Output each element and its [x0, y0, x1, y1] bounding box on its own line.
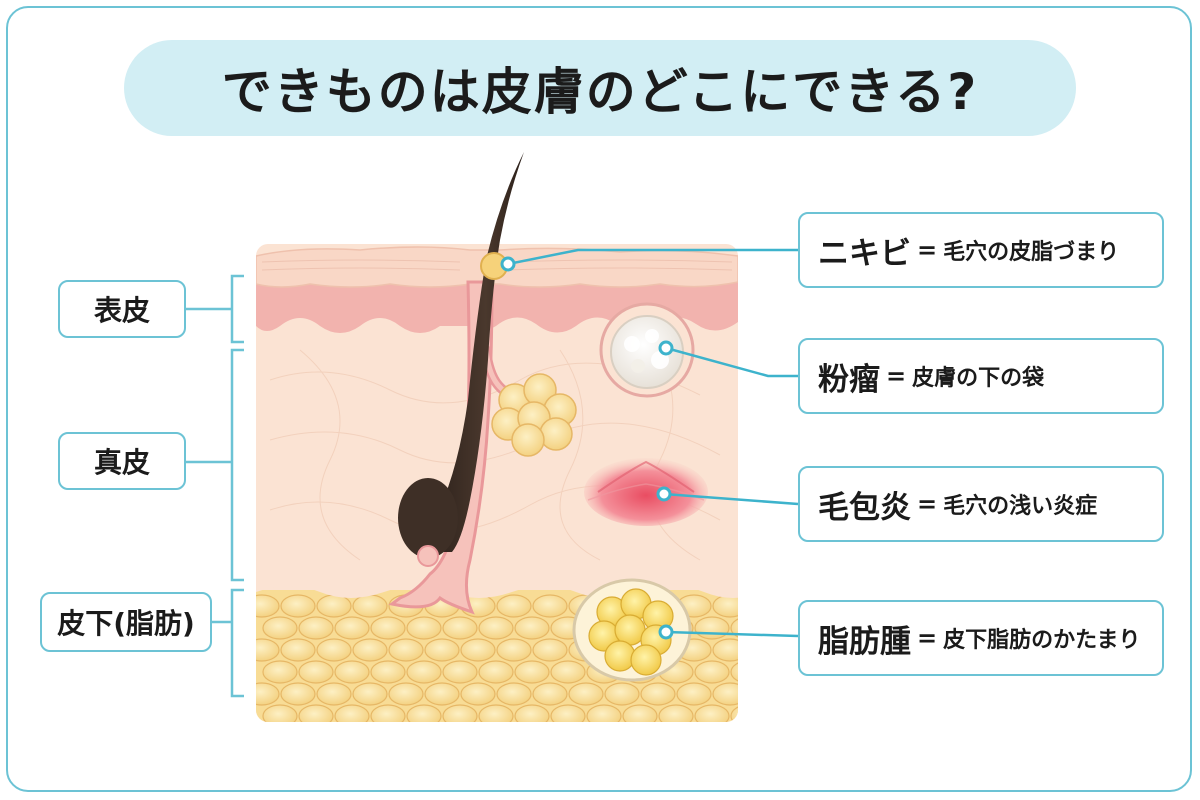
fat-cell	[335, 661, 369, 683]
fat-cell	[299, 617, 333, 639]
annotation-folliculitis: 毛包炎 = 毛穴の浅い炎症	[798, 466, 1164, 542]
label-subcutis: 皮下(脂肪)	[40, 592, 212, 652]
fat-cell	[335, 617, 369, 639]
fat-cell	[245, 639, 279, 661]
fat-cell	[713, 683, 747, 705]
fat-cell	[443, 617, 477, 639]
fat-cell	[371, 661, 405, 683]
fat-cell	[713, 639, 747, 661]
annotation-folliculitis-name: 毛包炎	[818, 482, 911, 527]
fat-cell	[299, 705, 333, 727]
fat-cell	[515, 661, 549, 683]
fat-cell	[353, 683, 387, 705]
epidermis-bracket	[232, 276, 244, 342]
annotation-cyst-eq: =	[886, 362, 906, 390]
fat-cell	[515, 705, 549, 727]
fat-cell	[497, 595, 531, 617]
annotation-folliculitis-desc: 毛穴の浅い炎症	[943, 488, 1097, 520]
fat-cell	[551, 661, 585, 683]
fat-cell	[695, 705, 729, 727]
label-epidermis: 表皮	[58, 280, 186, 338]
fat-cell	[497, 683, 531, 705]
fat-cell	[371, 705, 405, 727]
fat-cell	[713, 595, 747, 617]
fat-cell	[677, 683, 711, 705]
fat-cell	[281, 683, 315, 705]
fat-cell	[731, 705, 765, 727]
fat-cell	[263, 617, 297, 639]
annotation-lipoma-desc: 皮下脂肪のかたまり	[943, 622, 1140, 654]
fat-cell	[317, 683, 351, 705]
label-epidermis-text: 表皮	[94, 289, 150, 329]
fat-cell	[425, 639, 459, 661]
fat-cell	[533, 683, 567, 705]
fat-cell	[317, 639, 351, 661]
fat-cell	[245, 683, 279, 705]
fat-cell	[479, 617, 513, 639]
fat-cell	[443, 705, 477, 727]
fat-cell	[281, 595, 315, 617]
fat-cell	[281, 639, 315, 661]
fat-cell	[299, 661, 333, 683]
fat-cell	[641, 683, 675, 705]
annotation-acne: ニキビ = 毛穴の皮脂づまり	[798, 212, 1164, 288]
annotation-lipoma-name: 脂肪腫	[818, 616, 911, 661]
fat-cell	[623, 705, 657, 727]
fat-cell	[479, 661, 513, 683]
fat-cell	[371, 617, 405, 639]
annotation-folliculitis-eq: =	[917, 490, 937, 518]
fat-cell	[533, 595, 567, 617]
fat-cell	[407, 661, 441, 683]
label-dermis-text: 真皮	[94, 441, 150, 481]
dermal-papilla	[418, 546, 438, 566]
fat-cell	[695, 661, 729, 683]
fat-cell	[389, 683, 423, 705]
fat-cell	[695, 617, 729, 639]
fat-cell	[497, 639, 531, 661]
fat-cell	[605, 683, 639, 705]
fat-cell	[353, 595, 387, 617]
annotation-acne-eq: =	[917, 236, 937, 264]
folliculitis-inflammation	[584, 458, 708, 526]
label-subcutis-text: 皮下(脂肪)	[57, 602, 195, 642]
fat-cell	[461, 639, 495, 661]
fat-cell	[461, 683, 495, 705]
annotation-lipoma: 脂肪腫 = 皮下脂肪のかたまり	[798, 600, 1164, 676]
fat-cell	[479, 705, 513, 727]
fat-cell	[263, 661, 297, 683]
subcutis-bracket	[232, 590, 244, 696]
fat-cell	[317, 595, 351, 617]
annotation-cyst-name: 粉瘤	[818, 354, 880, 399]
fat-cell	[659, 705, 693, 727]
fat-cell	[443, 661, 477, 683]
label-dermis: 真皮	[58, 432, 186, 490]
fat-cell	[515, 617, 549, 639]
fat-cell	[731, 661, 765, 683]
annotation-cyst: 粉瘤 = 皮膚の下の袋	[798, 338, 1164, 414]
annotation-acne-name: ニキビ	[818, 228, 911, 273]
fat-cell	[551, 705, 585, 727]
fat-cell	[587, 705, 621, 727]
fat-cell	[425, 683, 459, 705]
fat-cell	[407, 705, 441, 727]
lipoma-cell	[605, 641, 635, 671]
fat-cell	[389, 639, 423, 661]
fat-cell	[263, 705, 297, 727]
annotation-cyst-desc: 皮膚の下の袋	[912, 360, 1044, 392]
fat-cell	[335, 705, 369, 727]
fat-cell	[569, 683, 603, 705]
dermis-bracket	[232, 350, 244, 580]
fat-cell	[533, 639, 567, 661]
fat-cell	[407, 617, 441, 639]
epidermal-cyst	[601, 304, 693, 396]
annotation-acne-desc: 毛穴の皮脂づまり	[943, 234, 1119, 266]
fat-cell	[353, 639, 387, 661]
annotation-lipoma-eq: =	[917, 624, 937, 652]
lipoma-cell	[631, 645, 661, 675]
fat-cell	[245, 595, 279, 617]
